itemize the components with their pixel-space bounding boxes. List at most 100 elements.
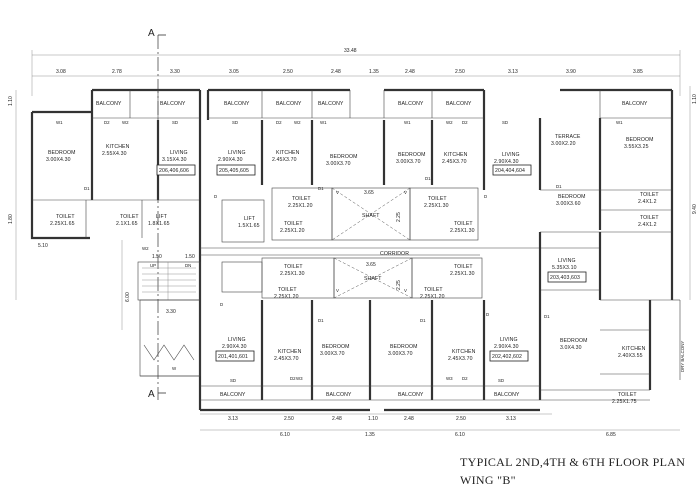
door-tag-d1-d: D1	[556, 184, 562, 189]
room-bedroom-b1: BEDROOM	[322, 344, 350, 350]
room-toilet-c6: TOILET	[454, 264, 473, 270]
window-tag-w1-b: W1	[320, 120, 327, 125]
room-shaft-bottom: SHAFT	[364, 276, 382, 282]
section-mark-bottom: A	[148, 389, 155, 400]
walls	[30, 88, 681, 412]
bottom-dim-3: 2.48	[332, 416, 342, 422]
room-kitchen-b1: KITCHEN	[278, 349, 302, 355]
window-tag-w3-b: W3	[446, 376, 453, 381]
slide-tag-b: SD	[232, 120, 238, 125]
window-tag-w3-a: W3	[296, 376, 303, 381]
section-line-a: A A	[148, 28, 166, 400]
top-dim-6: 2.48	[331, 69, 341, 75]
balcony-label-4: BALCONY	[276, 101, 302, 107]
bottom-dim-5: 2.48	[404, 416, 414, 422]
balcony-label-2: BALCONY	[160, 101, 186, 107]
bottom-total-3: 6.10	[455, 432, 465, 438]
top-dim-1: 3.08	[56, 69, 66, 75]
stair-window-label: W	[172, 366, 177, 371]
bottom-total-2: 1.35	[365, 432, 375, 438]
room-bedroom-t3-size: 3.00X3.70	[396, 159, 421, 165]
door-tag-d1-e: D1	[318, 318, 324, 323]
room-kitchen-t2-size: 2.45X3.70	[272, 157, 297, 163]
top-dim-5: 2.50	[283, 69, 293, 75]
door-tag-d-a: D	[214, 194, 217, 199]
room-toilet-l2-size: 2.1X1.65	[116, 221, 138, 227]
room-toilet-c3: TOILET	[428, 196, 447, 202]
left-dim-7: 1.50	[185, 254, 195, 260]
section-mark-top: A	[148, 28, 155, 39]
window-tag-w2-d: W2	[142, 246, 149, 251]
room-bedroom-r2: BEDROOM	[558, 194, 586, 200]
room-bedroom-t3: BEDROOM	[398, 152, 426, 158]
window-tag-w1-a: W1	[56, 120, 63, 125]
balcony-label-3: BALCONY	[224, 101, 250, 107]
bottom-dim-7: 3.13	[506, 416, 516, 422]
room-living-b2-size: 2.90X4.30	[494, 344, 519, 350]
room-toilet-c7: TOILET	[278, 287, 297, 293]
door-tag-d2-e: D2	[462, 376, 468, 381]
shaft-dim-1: 3.65	[364, 190, 374, 196]
room-living-t3-size: 2.90X4.30	[494, 159, 519, 165]
slide-tag-e: SD	[498, 378, 504, 383]
balcony-label-11: BALCONY	[398, 392, 424, 398]
door-tag-d-c: D	[220, 302, 223, 307]
room-toilet-r2-size: 2.4X1.2	[638, 222, 657, 228]
room-toilet-br-size: 2.25X1.75	[612, 399, 637, 405]
room-lift-l: LIFT	[156, 214, 168, 220]
slide-tag-c: SD	[502, 120, 508, 125]
room-toilet-br: TOILET	[618, 392, 637, 398]
room-toilet-r1: TOILET	[640, 192, 659, 198]
room-living-b1: LIVING	[228, 337, 246, 343]
top-dim-8: 2.48	[405, 69, 415, 75]
balcony-label-9: BALCONY	[220, 392, 246, 398]
room-toilet-r1-size: 2.4X1.2	[638, 199, 657, 205]
room-toilet-c5: TOILET	[284, 264, 303, 270]
window-tag-w1-d: W1	[616, 120, 623, 125]
room-living-t2-size: 2.90X4.30	[218, 157, 243, 163]
balcony-labels: BALCONY BALCONY BALCONY BALCONY BALCONY …	[96, 101, 648, 398]
slide-tag-a: SD	[172, 120, 178, 125]
room-toilet-c8: TOILET	[424, 287, 443, 293]
room-kitchen-b1-size: 2.45X3.70	[274, 356, 299, 362]
room-terrace-size: 3.00X2.20	[551, 141, 576, 147]
title-block: TYPICAL 2ND,4TH & 6TH FLOOR PLAN WING "B…	[460, 455, 685, 487]
balcony-label-12: BALCONY	[494, 392, 520, 398]
room-toilet-c4-size: 2.25X1.30	[450, 228, 475, 234]
top-dim-10: 3.13	[508, 69, 518, 75]
room-kitchen-b2-size: 2.45X3.70	[448, 356, 473, 362]
door-tag-d-b: D	[484, 194, 487, 199]
room-living-b2: LIVING	[500, 337, 518, 343]
room-kitchen-r: KITCHEN	[622, 346, 646, 352]
right-dim-2: 9.40	[692, 204, 698, 214]
balcony-label-1: BALCONY	[96, 101, 122, 107]
room-kitchen-t3: KITCHEN	[444, 152, 468, 158]
vent-tag-c: V	[336, 288, 339, 293]
room-bedroom-tl: BEDROOM	[48, 150, 76, 156]
room-toilet-r2: TOILET	[640, 215, 659, 221]
door-tag-d2-c: D2	[462, 120, 468, 125]
room-bedroom-tr-size: 3.55X3.25	[624, 144, 649, 150]
room-living-t3: LIVING	[502, 152, 520, 158]
room-toilet-c2: TOILET	[284, 221, 303, 227]
room-bedroom-b1-size: 3.00X3.70	[320, 351, 345, 357]
unit-number-201: 201,401,601	[218, 354, 248, 360]
top-dim-2: 2.78	[112, 69, 122, 75]
door-tag-d1-f: D1	[420, 318, 426, 323]
drawing-title: TYPICAL 2ND,4TH & 6TH FLOOR PLAN	[460, 455, 685, 469]
room-shaft-top: SHAFT	[362, 213, 380, 219]
room-corridor: CORRIDOR	[380, 251, 409, 257]
door-tag-d-d: D	[486, 312, 489, 317]
room-bedroom-t2: BEDROOM	[330, 154, 358, 160]
top-dim-3: 3.30	[170, 69, 180, 75]
window-tag-w2-b: W2	[294, 120, 301, 125]
stair-up-label: UP	[150, 263, 156, 268]
room-kitchen-t2: KITCHEN	[276, 150, 300, 156]
room-living-b1-size: 2.90X4.30	[222, 344, 247, 350]
room-toilet-c1-size: 2.25X1.20	[288, 203, 313, 209]
room-living-tl: LIVING	[170, 150, 188, 156]
room-living-tl-size: 3.15X4.30	[162, 157, 187, 163]
vent-tag-a: V	[336, 190, 339, 195]
